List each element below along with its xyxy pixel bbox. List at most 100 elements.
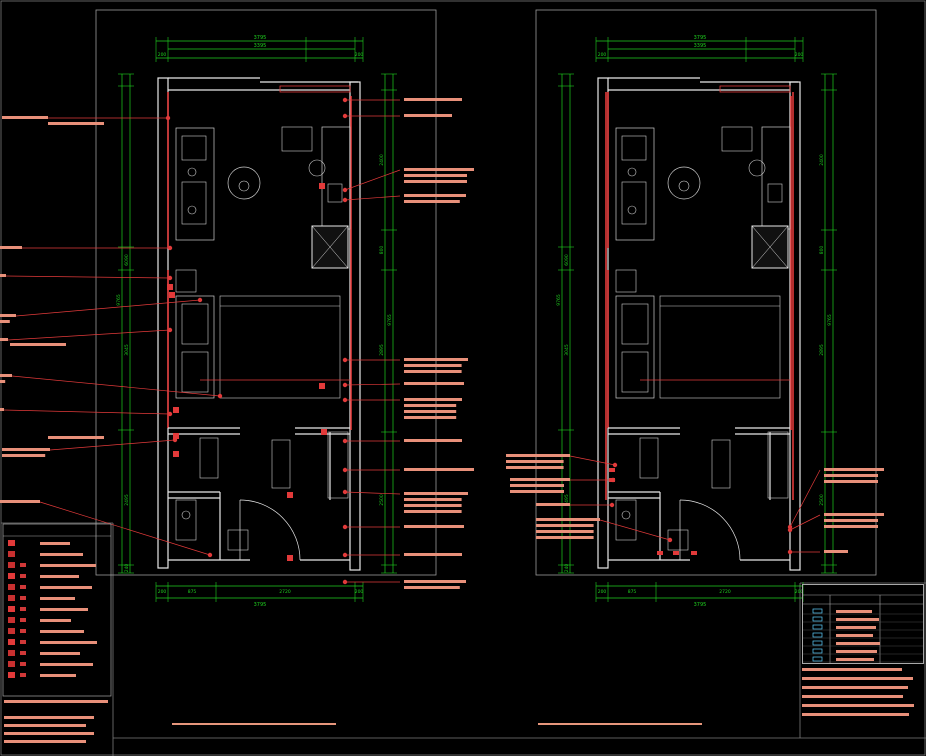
bed bbox=[659, 295, 781, 399]
note-text-bar bbox=[802, 704, 914, 707]
legend-symbol-icon bbox=[20, 651, 26, 655]
callout-text-bar bbox=[536, 524, 594, 527]
legend-symbol-icon bbox=[8, 595, 15, 601]
callout-dot-icon bbox=[342, 113, 348, 119]
callout-dot-icon bbox=[342, 579, 348, 585]
callout-text-bar bbox=[506, 466, 564, 469]
dimension-label: 9765 bbox=[116, 294, 122, 306]
wardrobe bbox=[175, 127, 215, 241]
dimension-label: 3795 bbox=[254, 35, 267, 41]
water-inlet-icon bbox=[609, 478, 615, 482]
dimension-label: 2500 bbox=[819, 494, 825, 506]
callout-text-bar bbox=[824, 474, 878, 477]
socket-icon bbox=[319, 183, 325, 189]
callout-text-bar bbox=[404, 492, 468, 495]
door-swing-icon bbox=[239, 499, 301, 561]
callout-dot-icon bbox=[342, 197, 348, 203]
callout-text-bar bbox=[404, 382, 464, 385]
callout-text-bar bbox=[2, 116, 48, 119]
legend-text-bar bbox=[40, 586, 92, 589]
legend-text-bar bbox=[836, 610, 872, 613]
callout-text-bar bbox=[404, 398, 462, 401]
callout-text-bar bbox=[404, 410, 457, 413]
dimension-label: 6090 bbox=[124, 254, 130, 266]
callout-text-bar bbox=[48, 122, 104, 125]
socket-icon bbox=[321, 429, 327, 435]
callout-text-bar bbox=[404, 498, 462, 501]
callout-text-bar bbox=[404, 114, 452, 117]
callout-text-bar bbox=[0, 408, 4, 411]
sink-icon bbox=[767, 183, 783, 203]
callout-dot-icon bbox=[667, 537, 673, 543]
callout-text-bar bbox=[2, 454, 46, 457]
legend-symbol-icon bbox=[8, 639, 15, 645]
legend-text-bar bbox=[40, 608, 88, 611]
nightstand bbox=[615, 269, 637, 293]
dimension-label: 3795 bbox=[694, 35, 707, 41]
dimension-label: 200 bbox=[355, 589, 364, 595]
water-inlet-icon bbox=[657, 551, 663, 555]
dimension-label: 200 bbox=[598, 52, 607, 58]
legend-symbol-icon bbox=[20, 618, 26, 622]
callout-leader bbox=[344, 491, 401, 495]
callout-dot-icon bbox=[167, 327, 173, 333]
dimension-label: 2720 bbox=[719, 589, 731, 595]
door-swing-icon bbox=[679, 499, 741, 561]
legend-text-bar bbox=[40, 597, 75, 600]
dimension-label: 3795 bbox=[694, 602, 707, 608]
callout-text-bar bbox=[506, 460, 564, 463]
callout-text-bar bbox=[404, 586, 460, 589]
callout-text-bar bbox=[404, 370, 462, 373]
callout-leader bbox=[789, 469, 821, 528]
legend-text-bar bbox=[40, 564, 96, 567]
water-inlet-icon bbox=[691, 551, 697, 555]
callout-leader bbox=[599, 519, 671, 541]
legend-symbol-icon bbox=[8, 584, 15, 590]
legend-symbol-icon bbox=[8, 562, 15, 568]
lamp-icon bbox=[627, 205, 637, 215]
legend-text-bar bbox=[836, 634, 873, 637]
note-text-bar bbox=[4, 724, 86, 727]
callout-leader bbox=[569, 455, 616, 466]
callout-dot-icon bbox=[342, 382, 348, 388]
callout-dot-icon bbox=[165, 115, 171, 121]
legend-symbol-icon bbox=[20, 596, 26, 600]
plumbing-legend-rows bbox=[802, 594, 924, 716]
legend-symbol-icon bbox=[8, 650, 15, 656]
callout-text-bar bbox=[510, 478, 570, 481]
socket-icon bbox=[167, 284, 173, 290]
legend-symbol-icon bbox=[20, 574, 26, 578]
callout-text-bar bbox=[536, 536, 594, 539]
shower-area bbox=[327, 431, 349, 499]
callout-text-bar bbox=[824, 480, 878, 483]
electrical-legend-rows bbox=[2, 523, 112, 743]
legend-text-bar bbox=[40, 630, 84, 633]
legend-symbol-icon bbox=[20, 607, 26, 611]
dimension-label: 200 bbox=[598, 589, 607, 595]
callout-text-bar bbox=[536, 530, 594, 533]
callout-dot-icon bbox=[342, 489, 348, 495]
callout-text-bar bbox=[404, 200, 460, 203]
callout-dot-icon bbox=[167, 411, 173, 417]
callout-text-bar bbox=[404, 168, 474, 171]
callout-text-bar bbox=[0, 380, 6, 383]
legend-symbol-icon bbox=[8, 617, 15, 623]
shower-area bbox=[767, 431, 789, 499]
callout-dot-icon bbox=[342, 397, 348, 403]
callout-dot-icon bbox=[342, 467, 348, 473]
callout-dot-icon bbox=[342, 357, 348, 363]
callout-dot-icon bbox=[342, 552, 348, 558]
dimension-label: 2400 bbox=[379, 154, 385, 166]
electrical-title-underline bbox=[172, 723, 336, 725]
dimension-label: 3395 bbox=[694, 43, 707, 49]
round-table bbox=[227, 166, 261, 200]
legend-pipe-icon bbox=[812, 624, 823, 630]
callout-dot-icon bbox=[167, 245, 173, 251]
callout-text-bar bbox=[404, 439, 462, 442]
dimension-label: 875 bbox=[628, 589, 637, 595]
callout-text-bar bbox=[404, 98, 462, 101]
legend-pipe-icon bbox=[812, 656, 823, 662]
legend-text-bar bbox=[40, 575, 79, 578]
